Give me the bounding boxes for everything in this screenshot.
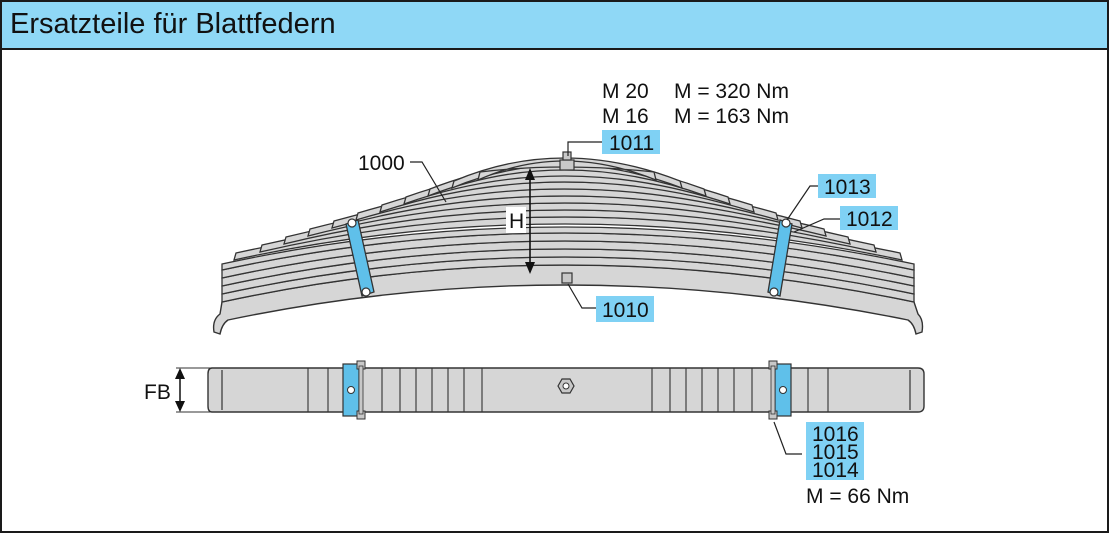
label-height: H	[509, 210, 524, 233]
svg-text:1013: 1013	[824, 176, 871, 199]
left-clip	[345, 218, 375, 297]
height-dimension	[506, 168, 535, 274]
svg-text:1012: 1012	[846, 208, 893, 231]
right-clip	[767, 218, 793, 297]
leaf-spring-side-view	[212, 151, 924, 335]
leaf-spring-top-view	[175, 360, 925, 420]
label-box-1016-1014: 1016 1015 1014	[806, 422, 864, 482]
page-title: Ersatzteile für Blattfedern	[10, 8, 336, 40]
label-1014: 1014	[812, 459, 859, 482]
right-clip-top-view	[768, 360, 792, 420]
label-box-1012: 1012	[840, 206, 898, 231]
svg-text:1011: 1011	[609, 132, 654, 155]
torque-bottom: M = 66 Nm	[806, 485, 909, 508]
torque-top-size-1: M 20	[602, 80, 649, 103]
label-1015: 1015	[812, 441, 859, 464]
left-clip-top-view	[342, 360, 366, 420]
width-dimension	[175, 367, 220, 413]
label-spring: 1000	[358, 152, 405, 175]
label-box-1013: 1013	[818, 174, 876, 199]
label-1016: 1016	[812, 423, 859, 446]
svg-text:1010: 1010	[602, 299, 649, 322]
torque-top-value-1: M = 320 Nm	[674, 80, 789, 103]
torque-top-size-2: M 16	[602, 105, 649, 128]
label-box-1010: 1010	[596, 296, 654, 322]
label-box-1011: 1011	[602, 130, 660, 155]
torque-top-value-2: M = 163 Nm	[674, 105, 789, 128]
title-bar: Ersatzteile für Blattfedern	[2, 2, 1107, 50]
leader-lines	[410, 141, 842, 455]
label-width: FB	[144, 381, 171, 404]
